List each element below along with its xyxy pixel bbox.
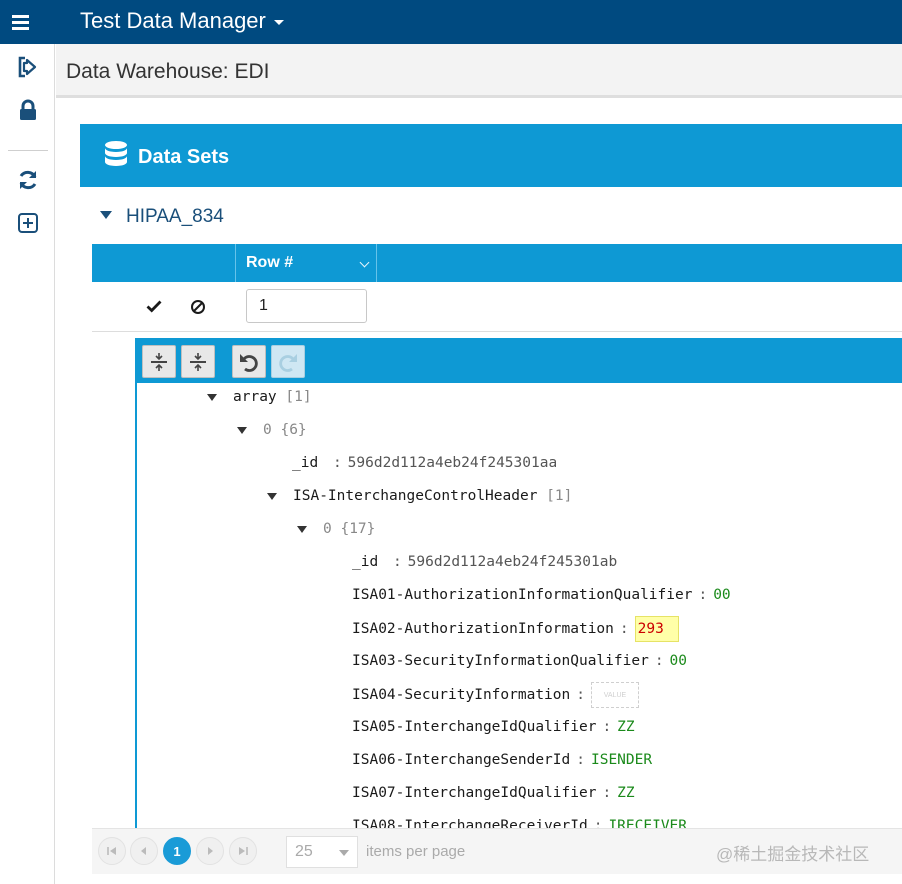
- page-title: Data Warehouse: EDI: [66, 60, 270, 83]
- left-rail: [0, 44, 55, 884]
- tree-field[interactable]: ISA07-InterchangeIdQualifier:ZZ: [352, 785, 635, 801]
- menu-icon[interactable]: [12, 12, 44, 34]
- expand-triangle-icon[interactable]: [237, 426, 247, 434]
- collapse-all-icon: [190, 352, 206, 371]
- tree-field[interactable]: ISA04-SecurityInformation:VALUE: [352, 682, 639, 708]
- panel-title: Data Sets: [138, 146, 230, 168]
- json-editor: array [1] 0 {6} _id :596d2d112a4eb24f245…: [135, 338, 902, 838]
- table-row: [92, 282, 902, 332]
- next-page-button[interactable]: [196, 837, 224, 865]
- top-bar: Test Data Manager: [0, 0, 902, 44]
- row-number-input[interactable]: [246, 289, 367, 323]
- dataset-name: HIPAA_834: [126, 206, 224, 227]
- tree-field[interactable]: ISA03-SecurityInformationQualifier:00: [352, 653, 688, 669]
- next-page-icon: [208, 847, 213, 855]
- expand-all-icon: [151, 352, 167, 371]
- check-icon[interactable]: [146, 299, 162, 318]
- field-value-empty[interactable]: VALUE: [590, 682, 639, 708]
- refresh-icon[interactable]: [14, 166, 42, 194]
- field-value[interactable]: ZZ: [617, 785, 635, 801]
- page-size-label: items per page: [366, 843, 466, 860]
- tree-field[interactable]: ISA01-AuthorizationInformationQualifier:…: [352, 587, 731, 603]
- expand-triangle-icon[interactable]: [297, 525, 307, 533]
- field-value-editing[interactable]: 293: [634, 616, 679, 642]
- page-number: 1: [173, 843, 181, 859]
- database-icon: [104, 140, 128, 173]
- logout-icon[interactable]: [14, 53, 42, 81]
- caret-down-icon: [100, 210, 112, 219]
- pager: 1 25 items per page: [92, 828, 902, 874]
- expand-all-button[interactable]: [142, 345, 176, 378]
- column-header-row-number[interactable]: Row #: [236, 244, 377, 282]
- grid-header: Row #: [92, 244, 902, 282]
- column-header-actions: [92, 244, 236, 282]
- tree-node-isa-item[interactable]: 0 {17}: [297, 517, 375, 541]
- data-sets-panel-header: Data Sets: [80, 124, 902, 187]
- app-title-dropdown[interactable]: Test Data Manager: [80, 8, 284, 34]
- plus-square-icon[interactable]: [14, 209, 42, 237]
- field-value[interactable]: ISENDER: [590, 752, 653, 768]
- prev-page-icon: [141, 847, 146, 855]
- editor-toolbar: [137, 338, 902, 383]
- current-page-button[interactable]: 1: [163, 837, 191, 865]
- app-title: Test Data Manager: [80, 8, 266, 33]
- tree-node-isa-header[interactable]: ISA-InterchangeControlHeader [1]: [267, 484, 572, 508]
- first-page-button[interactable]: [98, 837, 126, 865]
- field-value[interactable]: 00: [669, 653, 688, 669]
- chevron-down-icon[interactable]: [359, 257, 370, 268]
- page-header: Data Warehouse: EDI: [56, 44, 902, 98]
- last-page-icon: [239, 847, 248, 855]
- tree-field-isa-id[interactable]: _id :596d2d112a4eb24f245301ab: [352, 554, 618, 570]
- caret-down-icon: [273, 19, 284, 25]
- first-page-icon: [107, 847, 116, 855]
- ban-icon[interactable]: [190, 299, 206, 320]
- redo-icon: [279, 353, 297, 372]
- tree-field[interactable]: ISA05-InterchangeIdQualifier:ZZ: [352, 719, 635, 735]
- page-size-value: 25: [295, 843, 313, 860]
- tree-field[interactable]: ISA06-InterchangeSenderId:ISENDER: [352, 752, 653, 768]
- expand-triangle-icon[interactable]: [207, 393, 217, 401]
- lock-icon[interactable]: [14, 96, 42, 124]
- caret-down-icon: [339, 850, 349, 856]
- dataset-toggle[interactable]: HIPAA_834: [100, 206, 224, 228]
- field-value[interactable]: 00: [713, 587, 731, 603]
- tree-node-item[interactable]: 0 {6}: [237, 418, 307, 442]
- field-value[interactable]: ZZ: [617, 719, 635, 735]
- tree-field-id[interactable]: _id :596d2d112a4eb24f245301aa: [292, 455, 558, 471]
- collapse-all-button[interactable]: [181, 345, 215, 378]
- tree-node-root[interactable]: array [1]: [207, 385, 312, 409]
- page-size-select[interactable]: 25: [286, 836, 358, 868]
- undo-icon: [240, 353, 258, 372]
- rail-divider: [8, 150, 48, 151]
- prev-page-button[interactable]: [130, 837, 158, 865]
- column-label: Row #: [246, 254, 294, 271]
- redo-button[interactable]: [271, 345, 305, 378]
- watermark: @稀土掘金技术社区: [716, 845, 870, 864]
- tree-field[interactable]: ISA02-AuthorizationInformation:293: [352, 616, 679, 642]
- expand-triangle-icon[interactable]: [267, 492, 277, 500]
- last-page-button[interactable]: [229, 837, 257, 865]
- undo-button[interactable]: [232, 345, 266, 378]
